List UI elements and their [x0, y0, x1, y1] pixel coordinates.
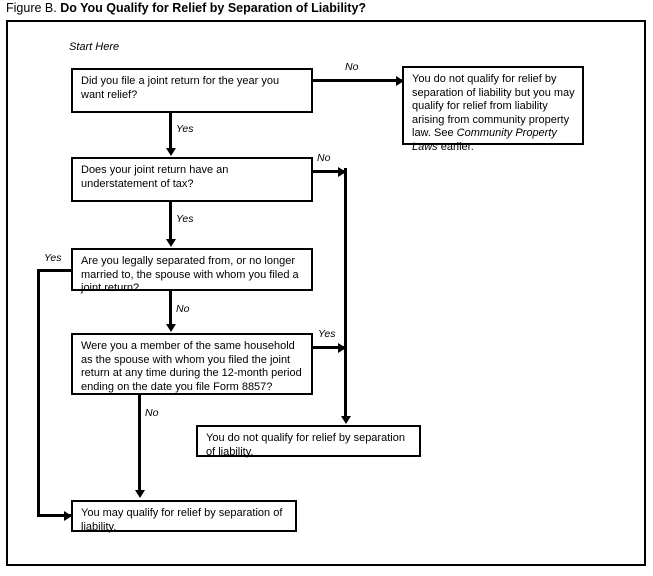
decision-box-joint-return-text: Did you file a joint return for the year…: [81, 75, 280, 101]
connector-q3-yes-bottom: [37, 514, 73, 517]
edge-label-q4-no: No: [145, 407, 159, 419]
edge-label-q2-yes: Yes: [176, 213, 194, 225]
edge-label-q4-yes: Yes: [318, 328, 336, 340]
figure-frame: [6, 20, 646, 566]
decision-box-understatement[interactable]: Does your joint return have an understat…: [71, 157, 313, 202]
arrowhead-q3-yes: [64, 510, 72, 521]
edge-label-q3-yes: Yes: [44, 252, 62, 264]
arrowhead-q4-no: [134, 490, 145, 498]
result-box-community-property: You do not qualify for relief by separat…: [402, 66, 584, 153]
result-box-do-not-qualify-text: You do not qualify for relief by separat…: [206, 432, 405, 458]
decision-box-legally-separated-text: Are you legally separated from, or no lo…: [81, 255, 299, 294]
connector-q1-yes: [169, 113, 172, 149]
edge-label-q2-no: No: [317, 152, 331, 164]
connector-q4-yes: [313, 346, 345, 349]
connector-q3-no: [169, 291, 172, 324]
figure-title-text: Do You Qualify for Relief by Separation …: [60, 1, 367, 15]
connector-q3-yes-down: [37, 269, 40, 516]
arrowhead-q2-no: [338, 166, 346, 177]
arrowhead-q4-yes: [338, 342, 346, 353]
arrowhead-q3-no: [165, 324, 176, 332]
result-box-may-qualify-text: You may qualify for relief by separation…: [81, 507, 283, 533]
community-property-laws-reference: Community Property Laws: [412, 127, 557, 153]
result-box-may-qualify: You may qualify for relief by separation…: [71, 500, 297, 533]
edge-label-q1-no: No: [345, 61, 359, 73]
decision-box-joint-return[interactable]: Did you file a joint return for the year…: [71, 68, 313, 113]
edge-label-q1-yes: Yes: [176, 123, 194, 135]
decision-box-understatement-text: Does your joint return have an understat…: [81, 164, 229, 190]
figure-label: Figure B.: [6, 1, 57, 15]
edge-label-q3-no: No: [176, 303, 190, 315]
arrowhead-q2-yes: [165, 239, 176, 247]
result-box-do-not-qualify: You do not qualify for relief by separat…: [196, 425, 421, 458]
decision-box-legally-separated[interactable]: Are you legally separated from, or no lo…: [71, 248, 313, 294]
start-here-label: Start Here: [69, 41, 120, 53]
page-title: Figure B. Do You Qualify for Relief by S…: [6, 1, 366, 16]
connector-q1-no: [313, 79, 404, 82]
arrowhead-q1-yes: [165, 148, 176, 156]
connector-merge-bus: [344, 168, 347, 418]
connector-q4-no: [138, 395, 141, 491]
arrowhead-merge-bus: [340, 416, 351, 424]
result-box-community-property-text: You do not qualify for relief by separat…: [412, 73, 575, 153]
connector-q3-yes-top: [38, 269, 73, 272]
decision-box-same-household-text: Were you a member of the same household …: [81, 340, 302, 393]
connector-q2-yes: [169, 202, 172, 240]
arrowhead-q1-no: [396, 75, 404, 86]
decision-box-same-household[interactable]: Were you a member of the same household …: [71, 333, 313, 395]
connector-q2-no: [313, 170, 345, 173]
